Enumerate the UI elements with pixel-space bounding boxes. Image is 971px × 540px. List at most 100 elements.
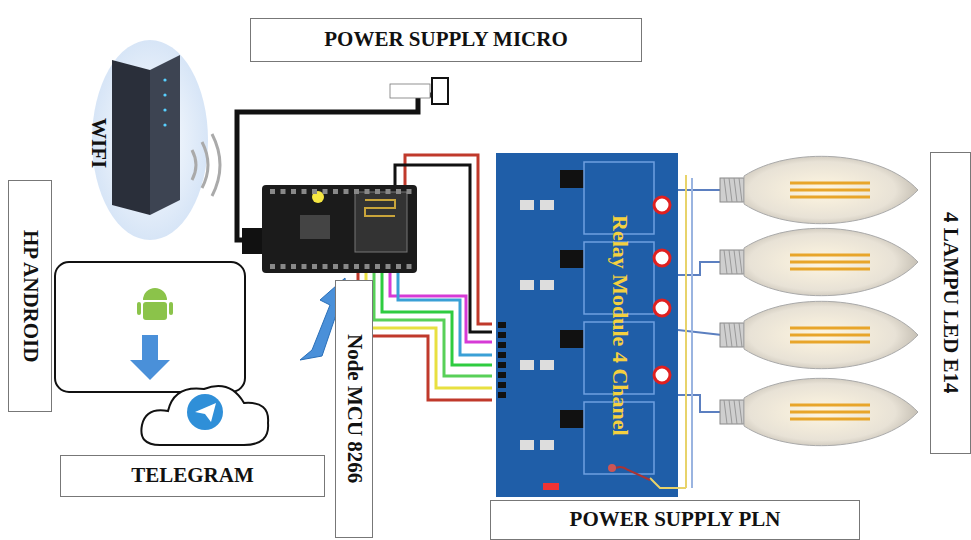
pin bbox=[302, 189, 307, 194]
thread bbox=[724, 323, 727, 347]
thread bbox=[724, 178, 727, 202]
pin bbox=[312, 189, 317, 194]
input-pin bbox=[498, 322, 506, 328]
filament bbox=[790, 261, 870, 264]
input-pin bbox=[498, 382, 506, 388]
thread bbox=[729, 178, 732, 202]
node-text: HP ANDROID bbox=[18, 230, 41, 362]
pin bbox=[365, 264, 370, 269]
pin bbox=[323, 189, 328, 194]
pln-plug-head bbox=[608, 464, 616, 472]
resistor bbox=[540, 280, 554, 290]
optocoupler bbox=[560, 410, 584, 428]
thread bbox=[724, 400, 727, 424]
pin bbox=[407, 189, 412, 194]
thread bbox=[729, 323, 732, 347]
node-text: Relay Module 4 Chanel bbox=[605, 215, 635, 436]
optocoupler bbox=[560, 250, 584, 268]
antenna bbox=[365, 200, 395, 216]
filament bbox=[790, 411, 870, 414]
filament bbox=[790, 404, 870, 407]
filament bbox=[790, 327, 870, 330]
supply-label: POWER SUPPLY MICRO bbox=[250, 18, 642, 62]
esp-module bbox=[355, 192, 407, 252]
thread bbox=[734, 400, 737, 424]
relay-components bbox=[498, 162, 654, 474]
filament bbox=[790, 182, 870, 185]
filament bbox=[790, 254, 870, 257]
pin bbox=[270, 264, 275, 269]
pin bbox=[291, 189, 296, 194]
phone-label: HP ANDROID bbox=[8, 180, 52, 412]
pin bbox=[396, 264, 401, 269]
lamp-wires bbox=[650, 175, 722, 488]
pin bbox=[396, 189, 401, 194]
input-pin bbox=[498, 332, 506, 338]
pin bbox=[407, 264, 412, 269]
pin bbox=[333, 189, 338, 194]
pin bbox=[281, 264, 286, 269]
resistor bbox=[540, 440, 554, 450]
nodemcu-board bbox=[262, 185, 417, 273]
cloud bbox=[141, 386, 268, 445]
pin bbox=[375, 189, 380, 194]
thread bbox=[739, 400, 742, 424]
pin bbox=[302, 264, 307, 269]
usb-plug bbox=[242, 228, 262, 254]
android-phone bbox=[55, 262, 245, 392]
lamp-bulb bbox=[744, 156, 918, 223]
pin bbox=[281, 189, 286, 194]
plug-tag bbox=[390, 84, 430, 98]
lamp-base bbox=[720, 323, 744, 347]
pin bbox=[354, 189, 359, 194]
phone-to-telegram-arrow bbox=[130, 335, 170, 380]
pin bbox=[365, 189, 370, 194]
header-pins bbox=[270, 189, 412, 269]
chip bbox=[300, 215, 330, 239]
node-text: TELEGRAM bbox=[131, 464, 254, 487]
input-pin bbox=[498, 362, 506, 368]
pln-label: POWER SUPPLY PLN bbox=[490, 500, 860, 540]
thread bbox=[739, 250, 742, 274]
thread bbox=[729, 250, 732, 274]
optocoupler bbox=[560, 330, 584, 348]
filament bbox=[790, 334, 870, 337]
relay-power-led bbox=[543, 483, 559, 490]
pin bbox=[344, 189, 349, 194]
pin bbox=[344, 264, 349, 269]
thread bbox=[729, 400, 732, 424]
lamp-bulb bbox=[744, 378, 918, 445]
resistor bbox=[520, 360, 534, 370]
pin bbox=[333, 264, 338, 269]
lamps bbox=[720, 156, 918, 445]
pin bbox=[386, 189, 391, 194]
android-logo bbox=[137, 288, 173, 320]
node-text: Node MCU 8266 bbox=[342, 334, 365, 483]
telegram-label: TELEGRAM bbox=[60, 455, 325, 497]
thread bbox=[734, 323, 737, 347]
thread bbox=[739, 323, 742, 347]
lamp-base bbox=[720, 250, 744, 274]
resistor bbox=[540, 200, 554, 210]
pin bbox=[386, 264, 391, 269]
power-plug-micro bbox=[432, 78, 448, 104]
relay-terminals bbox=[654, 197, 670, 383]
pin bbox=[323, 264, 328, 269]
node-text: POWER SUPPLY MICRO bbox=[324, 28, 567, 51]
input-pin bbox=[498, 352, 506, 358]
wifi-label: WIFI bbox=[86, 118, 111, 168]
pln-plug bbox=[612, 467, 650, 480]
pin bbox=[270, 189, 275, 194]
relay-module: Relay Module 4 Chanel bbox=[585, 160, 655, 490]
filament bbox=[790, 189, 870, 192]
relay-board bbox=[496, 153, 678, 497]
filament bbox=[790, 341, 870, 344]
thread bbox=[734, 250, 737, 274]
pin bbox=[312, 264, 317, 269]
pin bbox=[291, 264, 296, 269]
thread bbox=[739, 178, 742, 202]
thread bbox=[734, 178, 737, 202]
telegram-plane bbox=[195, 403, 216, 422]
lamp-base bbox=[720, 400, 744, 424]
board-label: Node MCU 8266 bbox=[335, 280, 373, 538]
